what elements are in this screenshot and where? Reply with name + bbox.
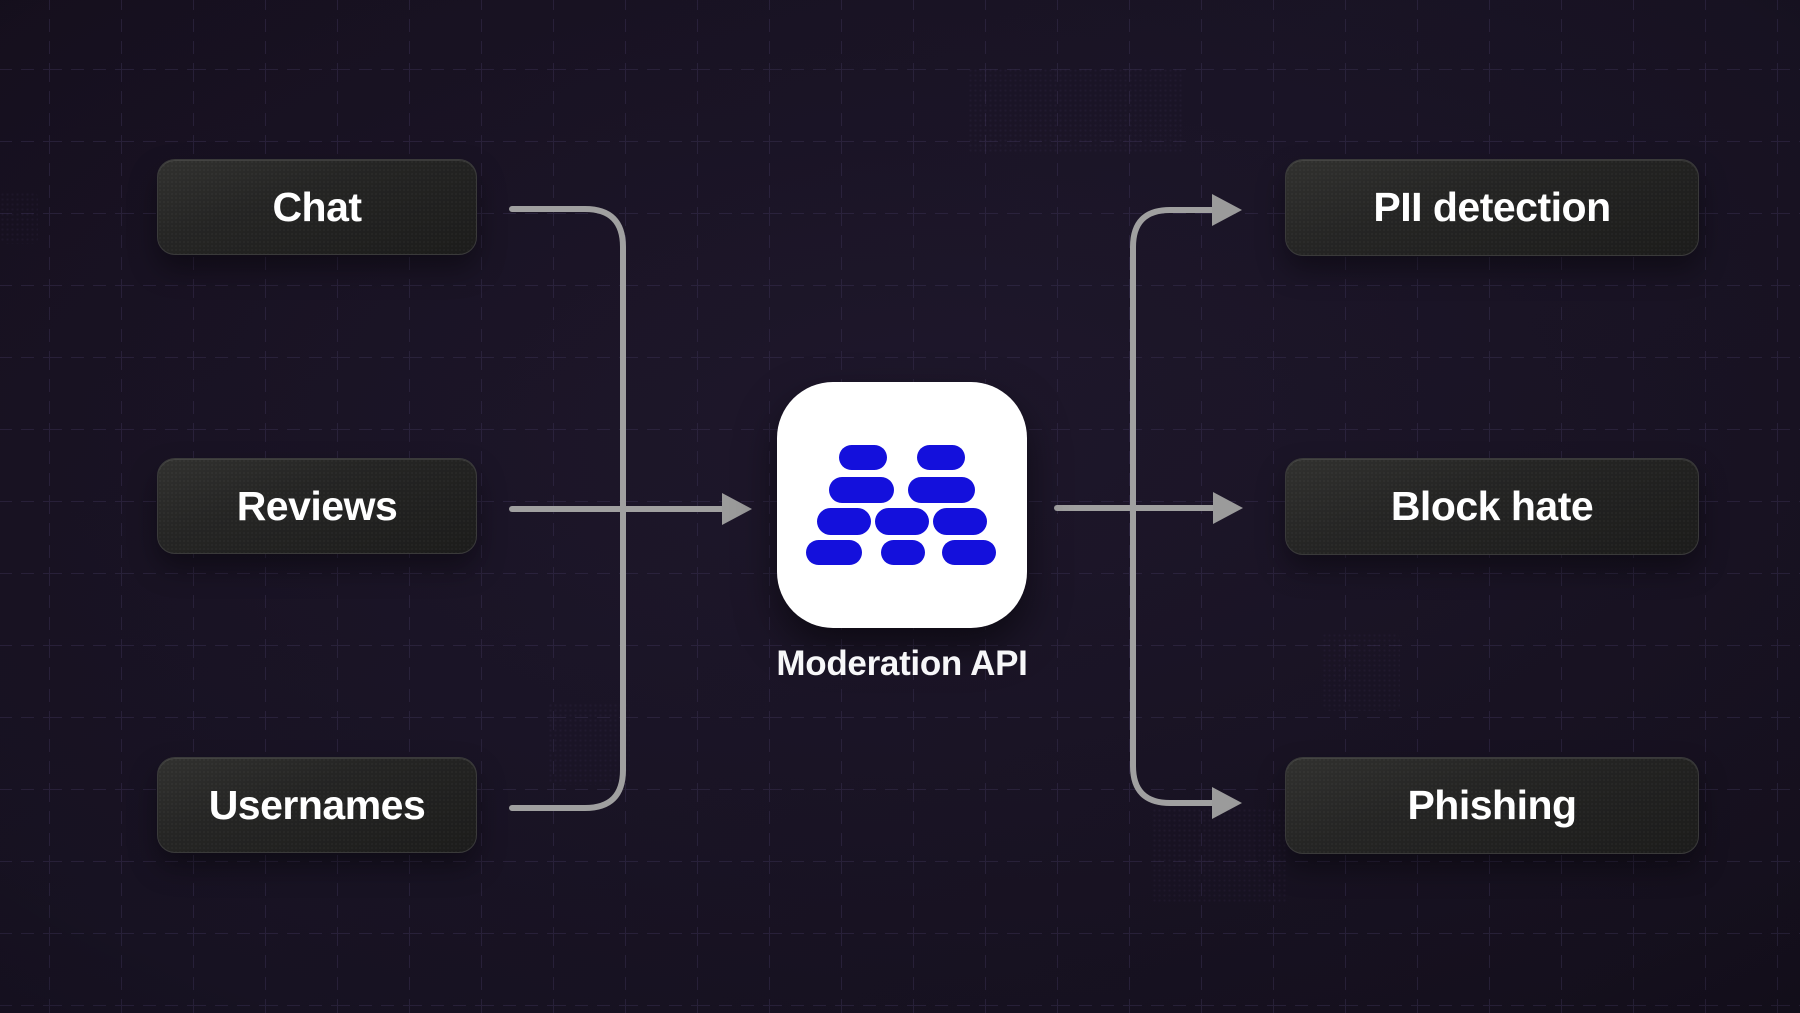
node-usernames: Usernames xyxy=(157,757,477,853)
arrowhead-to-block-hate xyxy=(1213,492,1243,524)
node-pii-detection: PII detection xyxy=(1285,159,1699,256)
node-reviews-label: Reviews xyxy=(236,482,398,529)
node-phishing: Phishing xyxy=(1285,757,1699,854)
node-reviews: Reviews xyxy=(157,458,477,554)
arrowhead-to-pii-detection xyxy=(1212,194,1242,226)
moderation-api-label: Moderation API xyxy=(776,644,1028,683)
node-usernames-label: Usernames xyxy=(208,781,426,828)
node-chat-label: Chat xyxy=(272,183,362,230)
node-block-hate: Block hate xyxy=(1285,458,1699,555)
brick-stack-bricks xyxy=(806,445,996,565)
moderation-api-icon xyxy=(777,382,1027,628)
node-phishing-label: Phishing xyxy=(1407,782,1577,828)
brick-stack-logo-icon xyxy=(806,445,996,565)
node-chat: Chat xyxy=(157,159,477,255)
node-pii-detection-label: PII detection xyxy=(1373,184,1611,230)
node-block-hate-label: Block hate xyxy=(1390,483,1594,529)
arrowhead-to-phishing xyxy=(1212,787,1242,819)
arrowhead-to-center-icon xyxy=(722,493,752,525)
